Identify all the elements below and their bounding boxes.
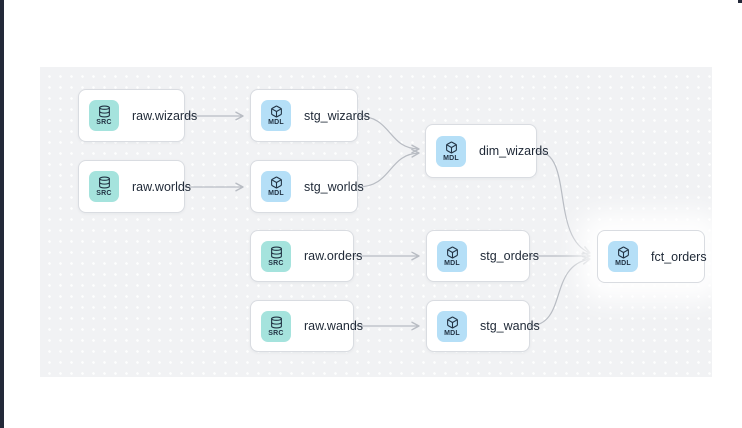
window-corner-mark <box>738 0 742 3</box>
mdl-badge: MDL <box>608 241 638 272</box>
dag-node-raw-wizards[interactable]: SRC raw.wizards <box>78 89 197 142</box>
dag-node-stg-wizards[interactable]: MDL stg_wizards <box>250 89 370 142</box>
node-label: raw.wizards <box>132 108 198 123</box>
database-icon <box>270 246 283 259</box>
node-label: raw.orders <box>304 249 363 263</box>
cube-icon <box>445 141 458 154</box>
database-icon <box>270 316 283 329</box>
edge-stg-worlds-to-dim-wizards <box>357 148 420 188</box>
cube-icon <box>270 105 283 118</box>
dag-node-raw-orders[interactable]: SRC raw.orders <box>250 230 362 282</box>
mdl-badge: MDL <box>437 240 467 272</box>
node-label: stg_worlds <box>304 179 364 194</box>
cube-icon <box>270 176 283 189</box>
edge-dim-wizards-to-fct-orders <box>536 150 591 255</box>
node-label: fct_orders <box>651 249 707 264</box>
node-label: raw.wands <box>304 319 364 333</box>
mdl-badge: MDL <box>261 100 291 131</box>
dag-node-stg-orders[interactable]: MDL stg_orders <box>426 230 539 282</box>
dag-node-stg-worlds[interactable]: MDL stg_worlds <box>250 160 364 213</box>
dag-node-raw-wands[interactable]: SRC raw.wands <box>250 300 363 352</box>
node-label: stg_orders <box>480 249 540 263</box>
edge-stg-wands-to-fct-orders <box>529 255 591 327</box>
lineage-canvas[interactable]: SRC raw.wizards MDL stg_wizards SRC raw.… <box>40 67 712 377</box>
database-icon <box>98 105 111 118</box>
node-label: dim_wizards <box>479 144 549 158</box>
window-left-edge <box>0 0 4 428</box>
dag-node-dim-wizards[interactable]: MDL dim_wizards <box>425 124 548 178</box>
dag-node-fct-orders[interactable]: MDL fct_orders <box>597 230 707 283</box>
node-label: raw.worlds <box>132 179 192 194</box>
dag-node-stg-wands[interactable]: MDL stg_wands <box>426 300 540 352</box>
node-label: stg_wizards <box>304 108 370 123</box>
database-icon <box>98 176 111 189</box>
mdl-badge: MDL <box>261 171 291 202</box>
cube-icon <box>446 316 459 329</box>
dag-node-raw-worlds[interactable]: SRC raw.worlds <box>78 160 191 213</box>
src-badge: SRC <box>89 171 119 202</box>
cube-icon <box>617 246 630 259</box>
mdl-badge: MDL <box>436 135 466 167</box>
node-label: stg_wands <box>480 319 540 333</box>
src-badge: SRC <box>261 240 291 272</box>
mdl-badge: MDL <box>437 310 467 342</box>
src-badge: SRC <box>261 310 291 342</box>
src-badge: SRC <box>89 100 119 131</box>
cube-icon <box>446 246 459 259</box>
